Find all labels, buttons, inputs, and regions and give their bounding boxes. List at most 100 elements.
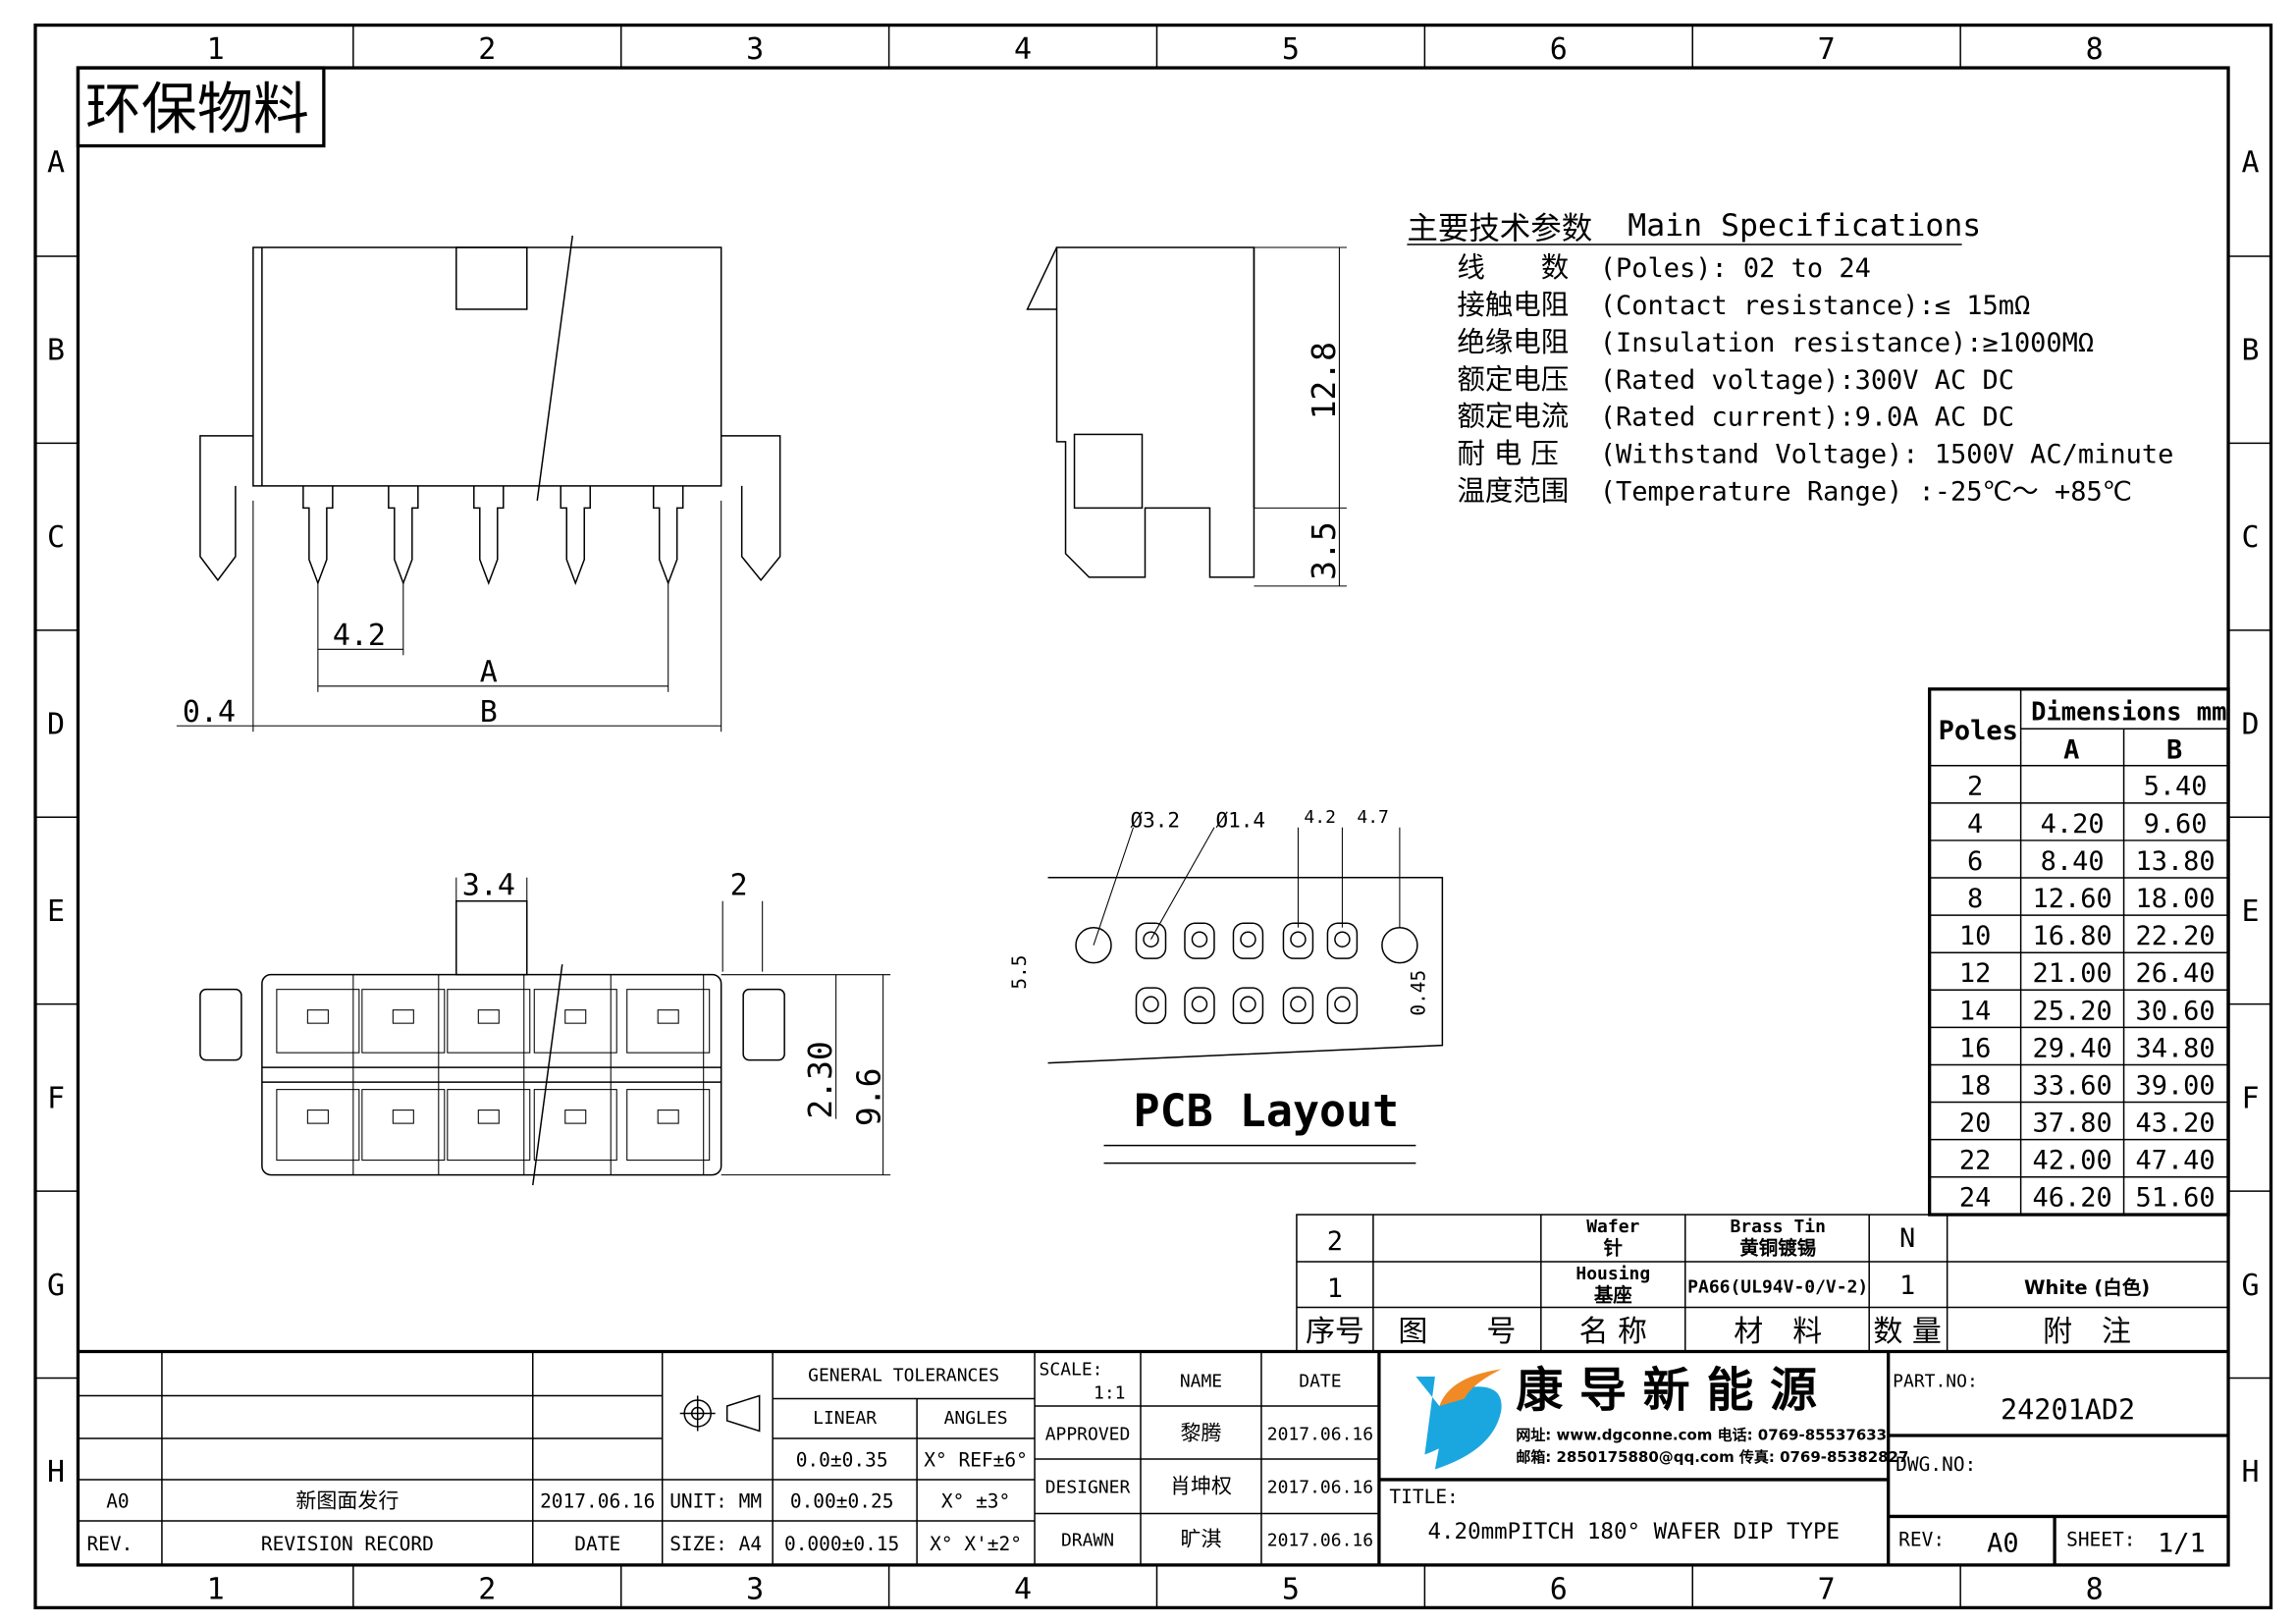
dim-b-cell: 51.60 xyxy=(2135,1183,2215,1214)
spec-value: (Poles): 02 to 24 xyxy=(1600,253,1871,284)
cavity xyxy=(361,1089,446,1162)
bom-qty: N xyxy=(1899,1223,1915,1254)
spec-value: (Withstand Voltage): 1500V AC/minute xyxy=(1600,440,2174,470)
col-b-header: B xyxy=(2166,734,2182,765)
rev-value: A0 xyxy=(1987,1528,2018,1558)
column-marker-bottom: 2 xyxy=(478,1572,496,1606)
dim-b-cell: 47.40 xyxy=(2135,1146,2215,1176)
row-marker-right: G xyxy=(2241,1269,2259,1303)
part-no-label: PART.NO: xyxy=(1893,1371,1978,1391)
column-marker-bottom: 7 xyxy=(1818,1572,1836,1606)
linear-tolerance: 0.000±0.15 xyxy=(784,1533,899,1555)
pin-slot xyxy=(306,1110,329,1124)
pcb-pad xyxy=(1135,922,1167,959)
dim-b-cell: 39.00 xyxy=(2135,1070,2215,1101)
pcb-pad xyxy=(1232,922,1264,959)
pcb-pad xyxy=(1232,987,1264,1024)
general-tolerances-label: GENERAL TOLERANCES xyxy=(808,1366,999,1386)
date-header: DATE xyxy=(574,1533,620,1555)
dim-b-cell: 22.20 xyxy=(2135,921,2215,951)
row-marker-right: C xyxy=(2241,520,2259,555)
cavity xyxy=(533,989,617,1054)
column-marker-top: 7 xyxy=(1818,32,1836,67)
spec-heading-en: Main Specifications xyxy=(1628,208,1981,244)
column-marker-top: 8 xyxy=(2086,32,2104,67)
scale-label: SCALE: xyxy=(1040,1360,1103,1380)
bom-note: White (白色) xyxy=(2024,1276,2150,1299)
revision-record-header: REVISION RECORD xyxy=(261,1533,434,1555)
row-marker-left: C xyxy=(47,520,65,555)
scale-value: 1:1 xyxy=(1094,1382,1125,1403)
front-view: 4.2 A B 0.4 xyxy=(176,235,781,732)
spec-label-cn: 额定电压 xyxy=(1457,363,1569,396)
dim-pin-length: 3.5 xyxy=(1305,521,1343,580)
cavity xyxy=(276,989,360,1054)
unit: UNIT: MM xyxy=(669,1489,762,1512)
column-marker-bottom: 4 xyxy=(1014,1572,1032,1606)
dim-3-4: 3.4 xyxy=(462,869,515,903)
dim-a-cell: 46.20 xyxy=(2033,1183,2112,1214)
dim-a: A xyxy=(480,655,498,689)
pcb-layout: Ø3.2 Ø1.4 4.2 4.7 5.5 0.45 PCB Layout xyxy=(1008,807,1444,1164)
pcb-hole xyxy=(1143,996,1159,1012)
signoff-name: 肖坤权 xyxy=(1170,1474,1232,1497)
dim-b-cell: 43.20 xyxy=(2135,1109,2215,1139)
row-marker-left: D xyxy=(47,708,65,742)
dim-b-cell: 26.40 xyxy=(2135,958,2215,989)
pcb-hole xyxy=(1334,996,1351,1012)
cavity xyxy=(447,1089,531,1162)
part-no: 24201AD2 xyxy=(2001,1393,2135,1426)
dwg-no-label: DWG.NO: xyxy=(1896,1453,1976,1476)
signoff-date-header: DATE xyxy=(1299,1371,1341,1391)
bom-header: 序号 xyxy=(1306,1315,1364,1349)
pcb-hole xyxy=(1290,931,1307,947)
dim-a-cell: 29.40 xyxy=(2033,1033,2112,1063)
row-marker-right: E xyxy=(2241,894,2259,929)
name-header: NAME xyxy=(1180,1371,1222,1391)
dim-5-5: 5.5 xyxy=(1008,954,1031,989)
col-a-header: A xyxy=(2063,734,2079,765)
pin-slot xyxy=(392,1009,414,1024)
sheet-label: SHEET: xyxy=(2066,1528,2135,1550)
dim-b-cell: 5.40 xyxy=(2144,772,2208,802)
dim-2-30: 2.30 xyxy=(801,1041,839,1118)
dim-pcb-4-7: 4.7 xyxy=(1357,807,1388,828)
bom-name-en: Housing xyxy=(1575,1264,1650,1284)
main-specifications: 主要技术参数 Main Specifications 线 数(Poles): 0… xyxy=(1407,208,2173,508)
row-marker-right: B xyxy=(2241,334,2259,368)
dim-hole-1-4: Ø1.4 xyxy=(1215,809,1265,833)
bom-no: 1 xyxy=(1327,1273,1343,1304)
bom-header: 附 注 xyxy=(2043,1315,2131,1349)
pcb-hole xyxy=(1290,996,1307,1012)
row-marker-left: H xyxy=(47,1455,65,1489)
pin-slot xyxy=(477,1110,500,1124)
bom-header: 图 号 xyxy=(1398,1315,1516,1349)
pcb-layout-label: PCB Layout xyxy=(1134,1085,1400,1137)
drawing-title: 4.20mmPITCH 180° WAFER DIP TYPE xyxy=(1427,1519,1840,1544)
dim-height: 12.8 xyxy=(1305,342,1343,419)
signoff-date: 2017.06.16 xyxy=(1267,1424,1373,1444)
pcb-pad xyxy=(1184,987,1215,1024)
size: SIZE: A4 xyxy=(669,1533,762,1555)
row-marker-right: H xyxy=(2241,1455,2259,1489)
spec-value: (Rated current):9.0A AC DC xyxy=(1600,403,2014,433)
pin-slot xyxy=(392,1110,414,1124)
rev-header: REV. xyxy=(86,1533,133,1555)
revision-date-cell: 2017.06.16 xyxy=(540,1489,655,1512)
column-marker-bottom: 1 xyxy=(207,1572,225,1606)
column-marker-top: 2 xyxy=(478,32,496,67)
bom-header: 数 量 xyxy=(1873,1315,1941,1349)
cavity xyxy=(626,989,711,1054)
signoff-role: APPROVED xyxy=(1045,1424,1131,1444)
row-marker-left: A xyxy=(47,146,65,181)
dim-hole-3-2: Ø3.2 xyxy=(1131,809,1181,833)
